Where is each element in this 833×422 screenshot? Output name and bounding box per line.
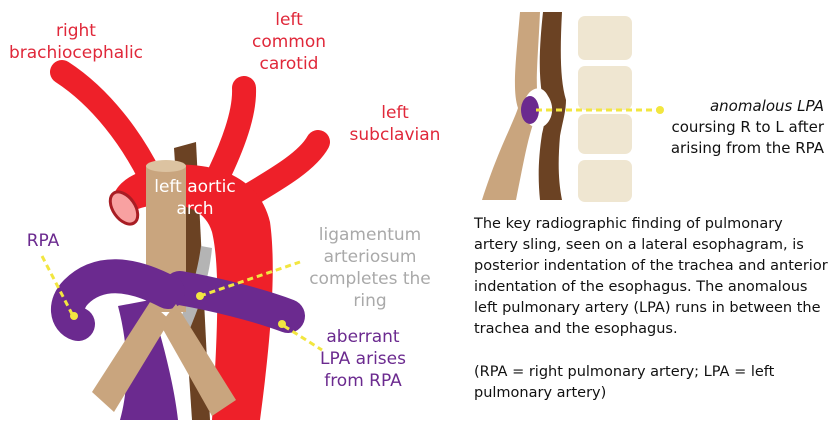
label-right-brachiocephalic: right brachiocephalic [8, 21, 144, 63]
inset-trachea [482, 12, 540, 200]
aberrant-lpa [163, 271, 305, 333]
label-left-subclavian: left subclavian [349, 103, 441, 145]
vertebra-2 [578, 66, 632, 110]
vascular-ring-illustration [40, 60, 330, 420]
vertebra-3 [578, 114, 632, 154]
label-aberrant-lpa: aberrant LPA arises from RPA [320, 327, 406, 391]
right-brachiocephalic-artery [50, 60, 162, 188]
label-left-common-carotid: left common carotid [251, 10, 327, 74]
inset-annotation-line1: anomalous LPA [709, 97, 824, 115]
label-rpa: RPA [26, 231, 60, 251]
inset-lpa [521, 96, 539, 124]
inset-annotation: anomalous LPA coursing R to L after aris… [640, 96, 824, 159]
right-bronchus [92, 302, 170, 412]
abbreviations-note: (RPA = right pulmonary artery; LPA = lef… [474, 364, 775, 401]
vertebra-1 [578, 16, 632, 60]
inset-annotation-line2: coursing R to L after [671, 118, 824, 136]
pointer-lines [40, 255, 323, 352]
left-common-carotid-artery [208, 76, 257, 184]
rpa [51, 259, 185, 341]
inset-pointer-dot [656, 106, 664, 114]
label-ligamentum-arteriosum: ligamentum arteriosum completes the ring [309, 225, 431, 311]
ascending-aorta-cut [108, 190, 140, 226]
aortic-arch [114, 164, 273, 420]
left-bronchus [160, 304, 236, 416]
left-subclavian-artery [236, 130, 330, 208]
vertebra-4 [578, 160, 632, 202]
label-left-aortic-arch: left aortic arch [154, 177, 236, 219]
pointer-dot-lpa [278, 320, 286, 328]
description-paragraph: The key radiographic finding of pulmonar… [474, 216, 828, 337]
trachea-top [146, 160, 186, 172]
lateral-esophagram-inset [482, 12, 664, 202]
inset-annotation-line3: arising from the RPA [670, 139, 824, 157]
inset-esophagus [538, 12, 566, 200]
pointer-dot-rpa [70, 312, 78, 320]
pointer-dot-ligamentum [196, 292, 204, 300]
